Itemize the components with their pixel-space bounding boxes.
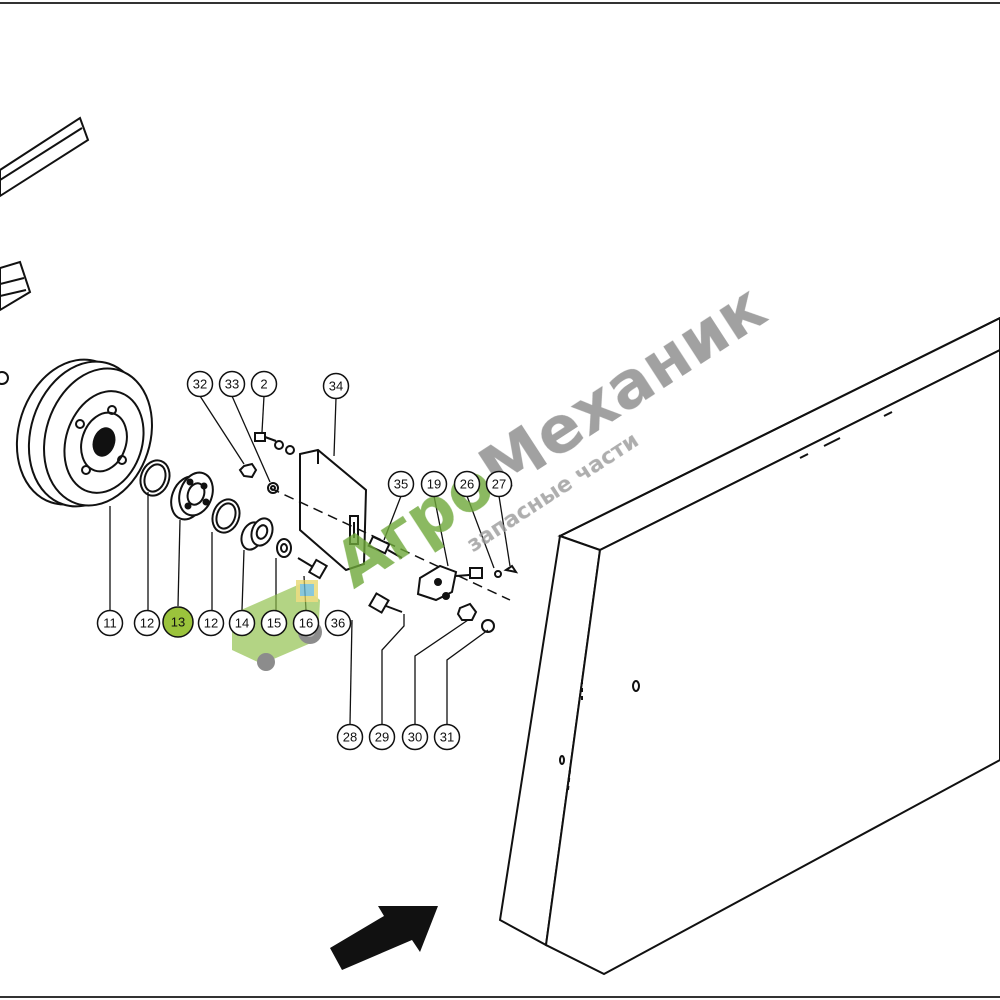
pulley — [15, 358, 153, 508]
callout-33: 33 — [218, 370, 246, 398]
cover-plate — [299, 448, 368, 572]
callout-label: 11 — [103, 616, 117, 631]
callout-label: 13 — [171, 615, 185, 630]
callout-circle — [96, 609, 124, 637]
callout-11: 11 — [96, 609, 124, 637]
callout-label: 12 — [204, 616, 218, 631]
leader-lines — [109, 395, 511, 725]
bolt-28 — [368, 592, 403, 614]
callout-2: 2 — [250, 370, 278, 398]
callout-16: 16 — [292, 609, 320, 637]
callout-circle — [292, 609, 320, 637]
bolt-2 — [254, 432, 295, 455]
shaft-end — [0, 371, 9, 385]
callout-label: 29 — [375, 730, 389, 745]
callout-label: 34 — [329, 379, 343, 394]
snap-ring-left — [139, 459, 171, 497]
callout-label: 16 — [299, 616, 313, 631]
bolt-lower — [297, 557, 329, 580]
frame-panel — [498, 316, 1000, 976]
callout-circle — [133, 609, 161, 637]
bearing — [170, 471, 214, 521]
callout-circle — [485, 470, 513, 498]
callout-label: 32 — [193, 377, 207, 392]
callout-32: 32 — [186, 370, 214, 398]
nut-30 — [456, 602, 478, 621]
callout-28: 28 — [336, 723, 364, 751]
callout-29: 29 — [368, 723, 396, 751]
callout-circle — [368, 723, 396, 751]
callout-31: 31 — [433, 723, 461, 751]
callout-30: 30 — [401, 723, 429, 751]
callout-circle — [322, 372, 350, 400]
callout-34: 34 — [322, 372, 350, 400]
callout-circle — [336, 723, 364, 751]
callout-19: 19 — [420, 470, 448, 498]
nut-32 — [238, 462, 258, 479]
callout-circle — [186, 370, 214, 398]
cam-lever — [416, 564, 519, 602]
callout-circle — [401, 723, 429, 751]
callout-circle — [387, 470, 415, 498]
callout-label: 27 — [492, 477, 506, 492]
callout-label: 19 — [427, 477, 441, 492]
callout-14: 14 — [228, 609, 256, 637]
callout-circle — [250, 370, 278, 398]
callout-label: 26 — [460, 477, 474, 492]
bushing — [240, 517, 274, 551]
callout-circle — [324, 609, 352, 637]
callout-label: 12 — [140, 616, 154, 631]
washer — [276, 538, 292, 558]
pin-35 — [367, 535, 403, 559]
callout-label: 36 — [331, 616, 345, 631]
callout-circle — [433, 723, 461, 751]
callout-label: 31 — [440, 730, 454, 745]
callout-36: 36 — [324, 609, 352, 637]
callout-circle — [162, 606, 194, 638]
callouts: 32 33 2 34 35 19 26 27 11 12 13 12 14 15 16 36 28 29 30 31 — [96, 370, 513, 751]
callout-label: 28 — [343, 730, 357, 745]
callout-12: 12 — [197, 609, 225, 637]
callout-15: 15 — [260, 609, 288, 637]
callout-label: 15 — [267, 616, 281, 631]
callout-circle — [420, 470, 448, 498]
callout-circle — [218, 370, 246, 398]
callout-26: 26 — [453, 470, 481, 498]
callout-35: 35 — [387, 470, 415, 498]
callout-label: 14 — [235, 616, 249, 631]
callout-label: 30 — [408, 730, 422, 745]
callout-label: 35 — [394, 477, 408, 492]
callout-label: 33 — [225, 377, 239, 392]
drive-belt — [0, 116, 90, 198]
snap-ring-right — [211, 498, 241, 534]
callout-label: 2 — [260, 377, 267, 392]
callout-circle — [260, 609, 288, 637]
callout-circle — [453, 470, 481, 498]
callout-27: 27 — [485, 470, 513, 498]
guide-rail — [0, 260, 32, 312]
callout-13: 13 — [162, 606, 194, 638]
direction-arrow — [330, 906, 438, 970]
clip-31 — [481, 619, 495, 633]
callout-circle — [228, 609, 256, 637]
callout-12: 12 — [133, 609, 161, 637]
callout-circle — [197, 609, 225, 637]
